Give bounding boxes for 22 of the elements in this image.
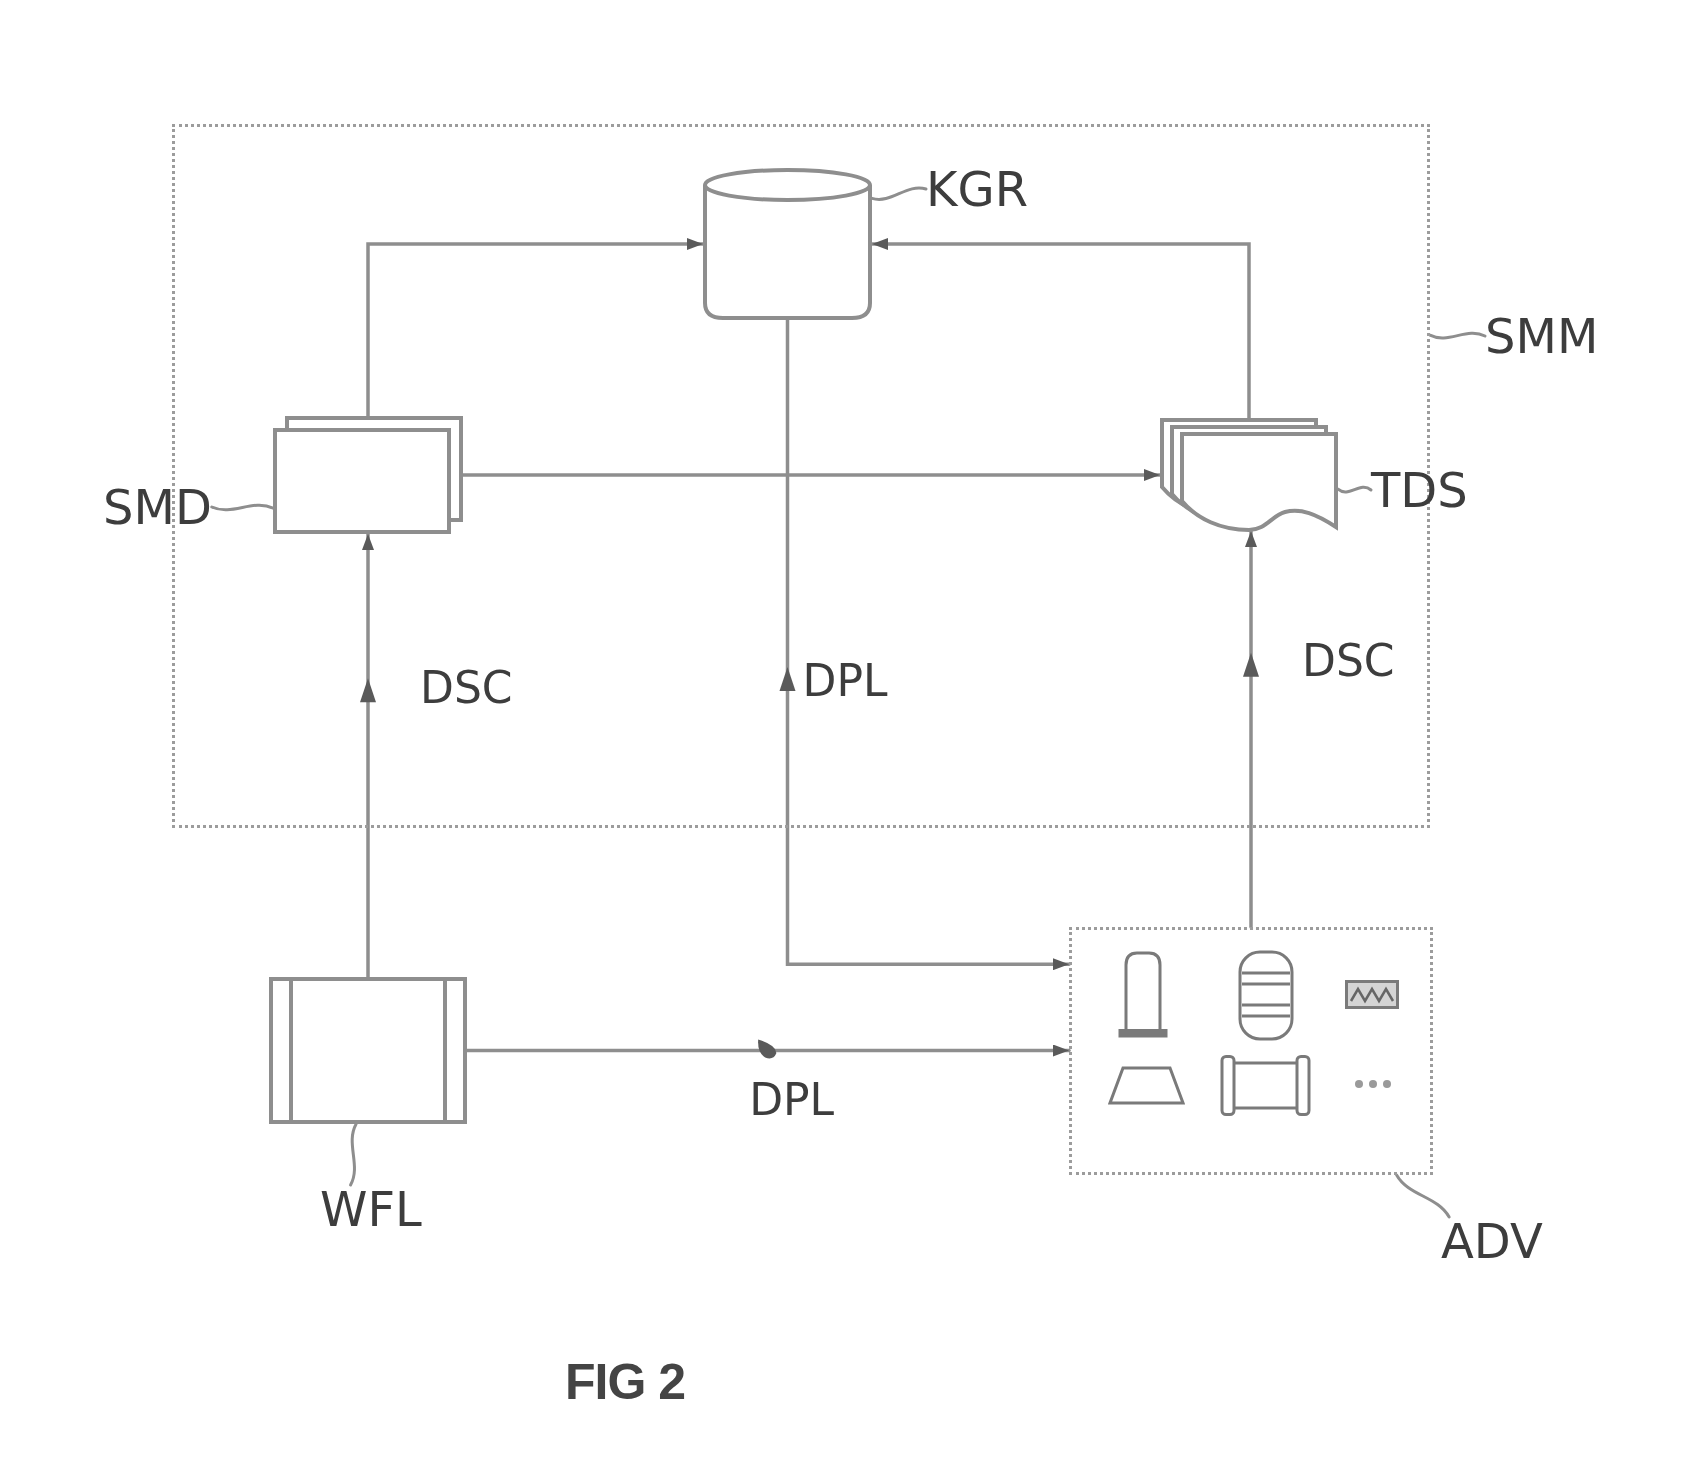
reference-label: WFL bbox=[320, 1185, 422, 1233]
figure-caption: FIG 2 bbox=[565, 1357, 686, 1407]
reference-label: TDS bbox=[1371, 466, 1468, 514]
leader-line bbox=[1428, 331, 1487, 340]
stacked-box-symbol bbox=[273, 416, 463, 534]
document-stack-symbol bbox=[1160, 418, 1338, 531]
leader-line bbox=[1395, 1173, 1451, 1219]
reference-label: ADV bbox=[1441, 1217, 1543, 1265]
leader-line bbox=[870, 186, 928, 201]
reference-label: SMM bbox=[1485, 312, 1599, 360]
database-cylinder bbox=[703, 168, 872, 320]
device-group-frame bbox=[1069, 927, 1433, 1175]
arrow bbox=[1245, 529, 1257, 929]
reference-label: KGR bbox=[926, 165, 1029, 213]
reference-label: SMD bbox=[103, 483, 212, 531]
process-box bbox=[269, 977, 467, 1124]
leader-line bbox=[210, 503, 275, 512]
arrow bbox=[362, 532, 374, 979]
arrow bbox=[785, 318, 1071, 971]
arrow bbox=[870, 238, 1251, 420]
leader-line bbox=[349, 1122, 358, 1187]
arrow bbox=[366, 238, 705, 418]
